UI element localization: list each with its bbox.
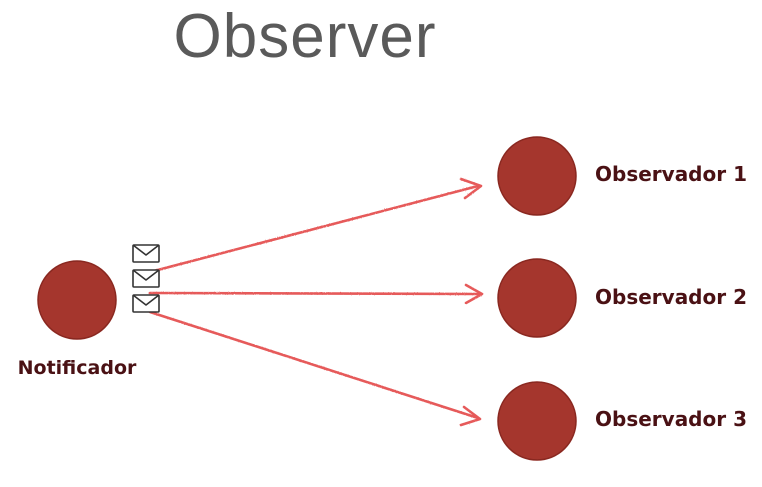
arrow-to-observer-3 bbox=[148, 310, 482, 427]
arrows bbox=[148, 177, 484, 427]
envelope-icon bbox=[132, 244, 160, 263]
notifier-label: Notificador bbox=[18, 357, 137, 379]
observer-node-2 bbox=[497, 258, 577, 338]
envelope-icon bbox=[132, 294, 160, 313]
slide-title: Observer bbox=[173, 2, 437, 71]
notifier-node bbox=[37, 260, 117, 340]
observer-node-1 bbox=[497, 136, 577, 216]
arrow-to-observer-2 bbox=[148, 283, 484, 305]
observer-label-3: Observador 3 bbox=[595, 407, 747, 431]
observer-node-3 bbox=[497, 381, 577, 461]
envelope-icon bbox=[132, 269, 160, 288]
observer-label-2: Observador 2 bbox=[595, 285, 747, 309]
arrow-to-observer-1 bbox=[148, 177, 483, 274]
observer-label-1: Observador 1 bbox=[595, 162, 747, 186]
